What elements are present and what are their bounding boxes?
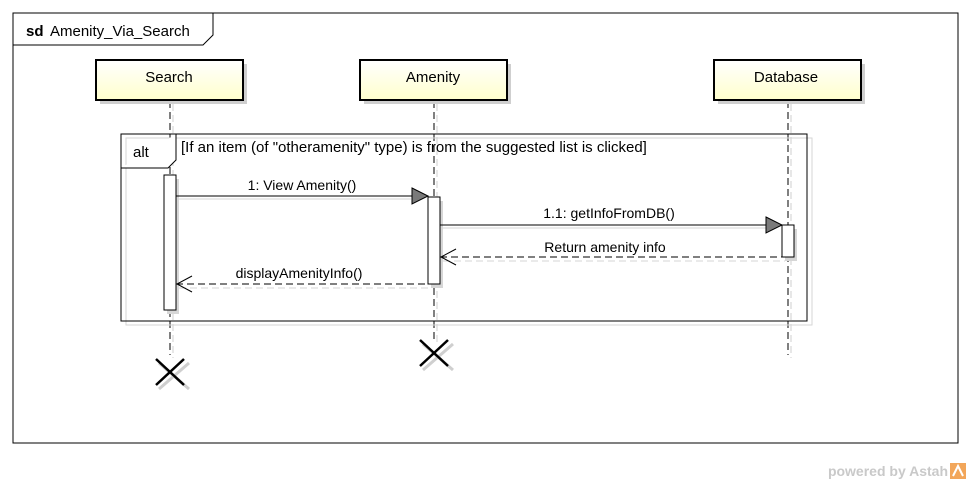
lifeline-database-label: Database: [754, 69, 818, 86]
message-1-label: 1: View Amenity(): [248, 177, 357, 193]
arrowhead-filled: [765, 216, 784, 234]
lifeline-search: Search: [95, 59, 247, 104]
activation-database: [781, 224, 795, 258]
astah-logo-icon: [950, 463, 966, 479]
activation-bars: [163, 174, 797, 314]
sd-frame: sd Amenity_Via_Search: [12, 12, 959, 444]
frame-name: Amenity_Via_Search: [50, 23, 190, 40]
lifeline-amenity: Amenity: [359, 59, 511, 104]
destroy-amenity-icon: [419, 339, 454, 372]
message-view-amenity: 1: View Amenity(): [176, 177, 430, 205]
watermark-text: powered by Astah: [828, 463, 948, 479]
lifeline-database: Database: [713, 59, 865, 104]
frame-keyword: sd: [26, 23, 44, 40]
reply-2-label: displayAmenityInfo(): [236, 265, 363, 281]
activation-amenity: [427, 196, 441, 285]
message-return-amenity-info: Return amenity info: [439, 239, 785, 266]
message-1-1-label: 1.1: getInfoFromDB(): [543, 205, 675, 221]
fragment-guard: [If an item (of "otheramenity" type) is …: [181, 139, 647, 156]
watermark: powered by Astah: [828, 463, 966, 479]
arrowhead-filled: [411, 187, 430, 205]
arrowhead-open: [439, 248, 457, 266]
activation-search: [163, 174, 177, 311]
alt-fragment: alt [If an item (of "otheramenity" type)…: [120, 133, 813, 326]
fragment-operator: alt: [133, 144, 150, 161]
arrowhead-open: [175, 275, 193, 293]
reply-1-label: Return amenity info: [544, 239, 666, 255]
message-display-amenity-info: displayAmenityInfo(): [175, 265, 431, 293]
destroy-search-icon: [155, 358, 190, 391]
message-get-info-from-db: 1.1: getInfoFromDB(): [440, 205, 784, 234]
lifeline-search-label: Search: [145, 69, 193, 86]
lifeline-amenity-label: Amenity: [406, 69, 461, 86]
